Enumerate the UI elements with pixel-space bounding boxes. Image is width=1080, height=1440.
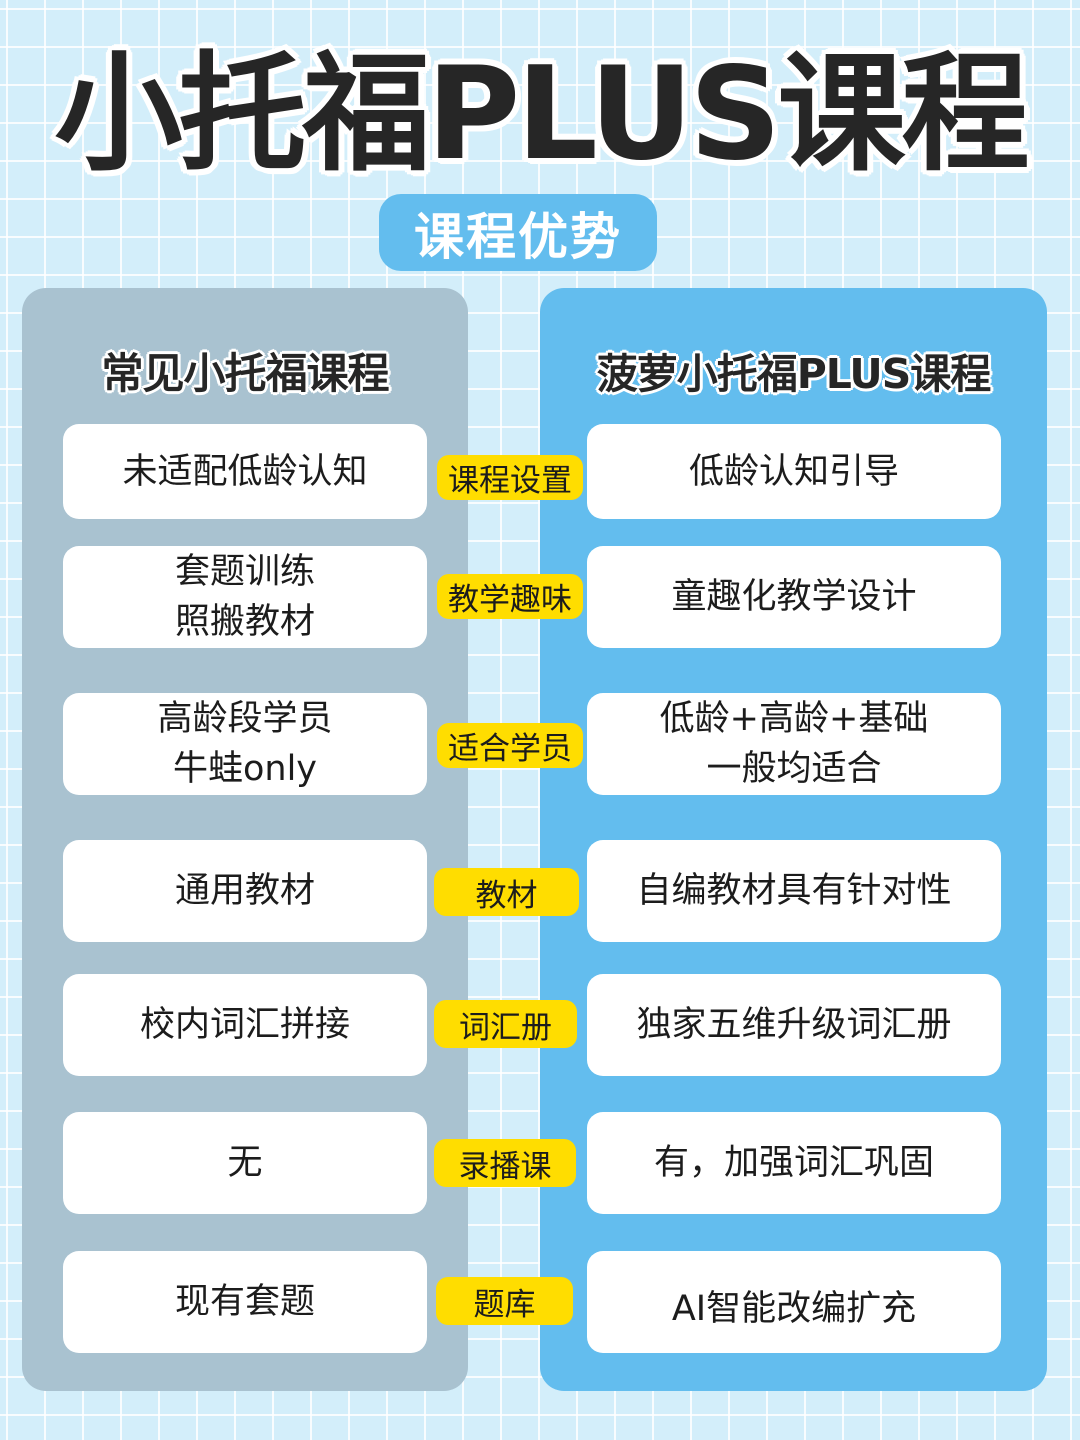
- category-tag-textbook: 教材: [434, 868, 579, 916]
- cell-line: 低龄认知引导: [688, 451, 899, 492]
- common-course-title: 常见小托福课程: [101, 349, 389, 398]
- cell-line: 套题训练: [174, 552, 315, 592]
- common-cell-course-setting: 未适配低龄认知: [63, 424, 427, 519]
- subtitle-badge: 课程优势: [379, 194, 657, 271]
- plus-cell-textbook: 自编教材具有针对性: [587, 840, 1001, 942]
- category-tag-recorded-lessons: 录播课: [434, 1139, 576, 1187]
- cell-line: 校内词汇拼接: [139, 1005, 350, 1045]
- common-cell-vocabulary-book: 校内词汇拼接: [63, 974, 427, 1076]
- plus-cell-vocabulary-book: 独家五维升级词汇册: [587, 974, 1001, 1076]
- common-cell-question-bank: 现有套题: [63, 1251, 427, 1353]
- page-title: 小托福PLUS课程: [54, 40, 1030, 189]
- cell-line: AI智能改编扩充: [671, 1289, 917, 1329]
- common-cell-textbook: 通用教材: [63, 840, 427, 942]
- plus-cell-suitable-students: 低龄+高龄+基础 一般均适合: [587, 693, 1001, 795]
- category-tag-course-setting: 课程设置: [437, 455, 583, 500]
- cell-line: 童趣化教学设计: [671, 577, 917, 617]
- cell-line: 未适配低龄认知: [122, 451, 368, 492]
- cell-line: 低龄+高龄+基础: [659, 699, 929, 739]
- common-cell-teaching-fun: 套题训练 照搬教材: [63, 546, 427, 648]
- cell-line: 独家五维升级词汇册: [636, 1005, 952, 1045]
- cell-line: 有，加强词汇巩固: [653, 1143, 934, 1183]
- cell-line: 无: [227, 1143, 263, 1183]
- cell-line: 自编教材具有针对性: [636, 871, 952, 911]
- cell-line: 现有套题: [174, 1282, 315, 1322]
- plus-course-title: 菠萝小托福PLUS课程: [596, 350, 992, 398]
- plus-cell-course-setting: 低龄认知引导: [587, 424, 1001, 519]
- plus-cell-recorded-lessons: 有，加强词汇巩固: [587, 1112, 1001, 1214]
- plus-cell-question-bank: AI智能改编扩充: [587, 1251, 1001, 1353]
- category-tag-question-bank: 题库: [436, 1277, 573, 1325]
- cell-line: 一般均适合: [706, 749, 882, 789]
- common-cell-suitable-students: 高龄段学员 牛蛙only: [63, 693, 427, 795]
- category-tag-suitable-students: 适合学员: [437, 723, 583, 768]
- cell-line: 高龄段学员: [157, 699, 333, 739]
- cell-line: 照搬教材: [174, 602, 315, 642]
- cell-line: 牛蛙only: [172, 749, 318, 789]
- category-tag-teaching-fun: 教学趣味: [437, 574, 583, 619]
- category-tag-vocabulary-book: 词汇册: [434, 1000, 577, 1048]
- common-cell-recorded-lessons: 无: [63, 1112, 427, 1214]
- plus-cell-teaching-fun: 童趣化教学设计: [587, 546, 1001, 648]
- cell-line: 通用教材: [174, 871, 315, 911]
